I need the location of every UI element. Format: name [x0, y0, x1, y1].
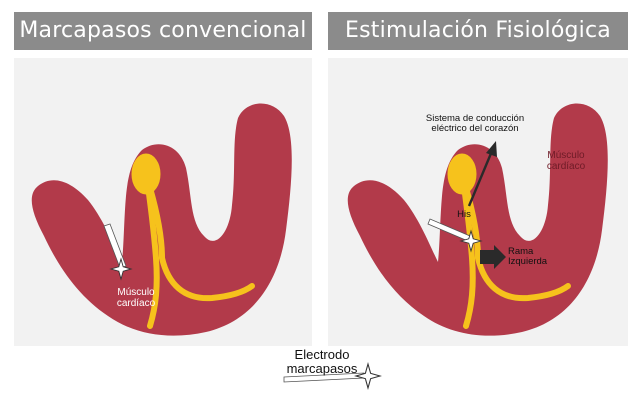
title-physiological-stimulation: Estimulación Fisiológica — [328, 12, 628, 50]
conduction-system-label: Sistema de conducción eléctrico del cora… — [425, 113, 525, 135]
conduction-arrow-icon — [467, 141, 497, 207]
right-heart-muscle — [347, 103, 608, 336]
left-branch-label: Rama Izquierda — [508, 246, 548, 268]
left-muscle-label: Músculo cardíaco — [116, 287, 156, 309]
left-pacemaker-lead — [103, 223, 127, 269]
title-conventional-pacemaker: Marcapasos convencional — [14, 12, 312, 50]
left-branch-arrow-icon — [480, 245, 506, 269]
legend-electrode-label: Electrodo marcapasos — [286, 347, 358, 376]
right-muscle-label: Músculo cardíaco — [546, 150, 586, 172]
his-label: His — [457, 209, 471, 220]
